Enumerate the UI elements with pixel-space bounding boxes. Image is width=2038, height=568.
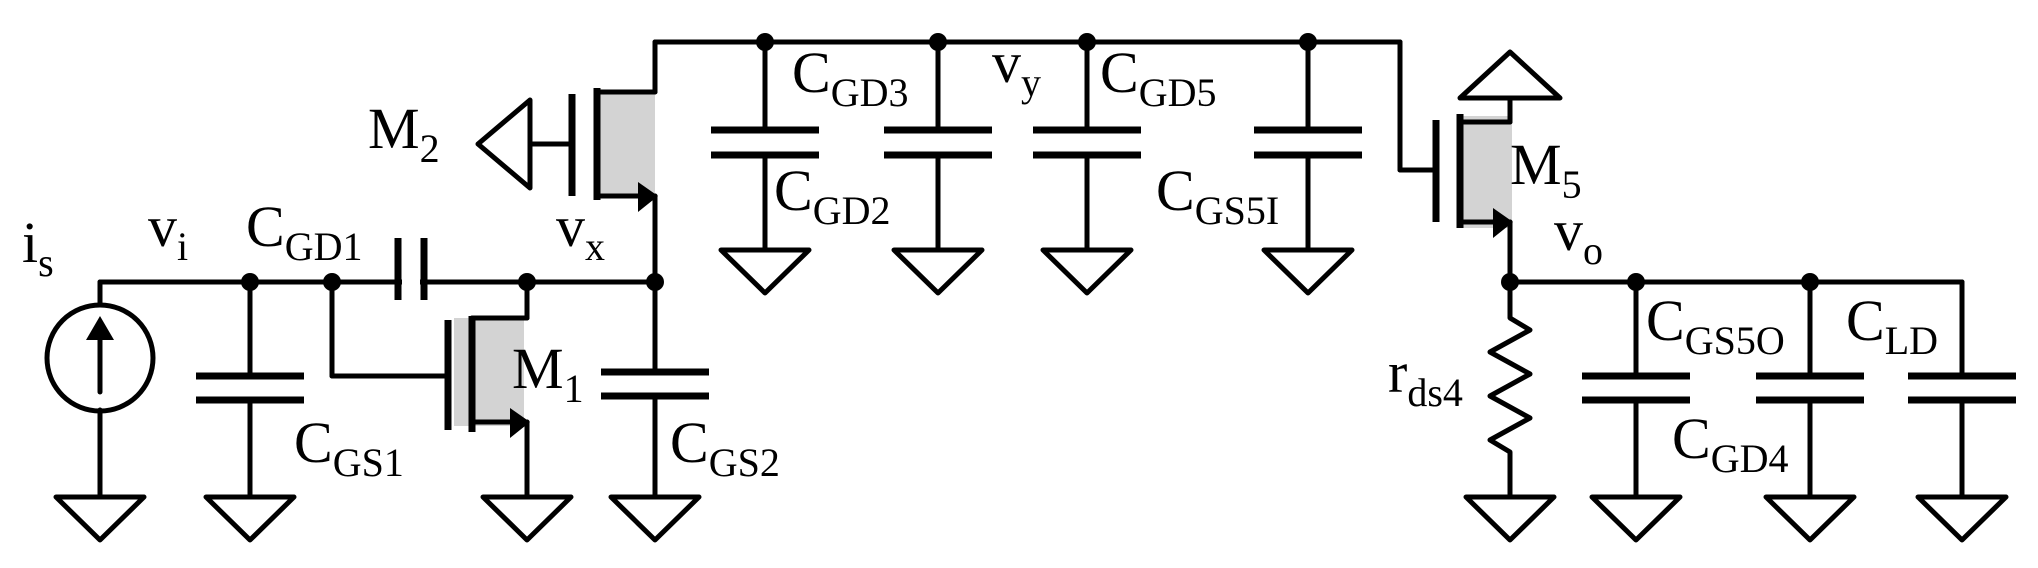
transistor-m5 bbox=[1432, 95, 1513, 285]
label-vy: vy bbox=[992, 30, 1041, 105]
label-cgd3: CGD3 bbox=[792, 40, 908, 115]
label-cgs1: CGS1 bbox=[294, 410, 404, 485]
ground-symbol bbox=[1463, 494, 1557, 543]
ground-symbol bbox=[1763, 494, 1857, 543]
ground-symbol bbox=[53, 494, 147, 543]
ground-symbol bbox=[1040, 247, 1134, 296]
capacitor-cgd2 bbox=[711, 39, 819, 253]
label-cgs5o: CGS5O bbox=[1646, 288, 1785, 363]
capacitor-cgs2 bbox=[601, 279, 709, 500]
label-cld: CLD bbox=[1846, 288, 1938, 363]
label-vo: vo bbox=[1554, 198, 1603, 273]
capacitor-cgs1 bbox=[196, 279, 304, 500]
label-cgd5: CGD5 bbox=[1100, 40, 1216, 115]
label-vx: vx bbox=[556, 194, 605, 269]
label-vi: vi bbox=[148, 194, 188, 269]
capacitor-cgs5o bbox=[1582, 279, 1690, 500]
label-m5: M5 bbox=[1510, 132, 1582, 207]
transistor-m2 bbox=[527, 39, 658, 285]
label-m1: M1 bbox=[512, 336, 584, 411]
capacitor-cgd3 bbox=[884, 39, 992, 253]
label-cgs2: CGS2 bbox=[670, 410, 780, 485]
capacitor-cgd1 bbox=[394, 238, 428, 300]
label-cgd2: CGD2 bbox=[774, 158, 890, 233]
input-node-wires bbox=[97, 279, 530, 500]
ground-symbol bbox=[1915, 494, 2009, 543]
ground-symbol bbox=[1589, 494, 1683, 543]
ground-symbol bbox=[203, 494, 297, 543]
ground-symbol bbox=[480, 494, 574, 543]
transistor-m1 bbox=[444, 279, 530, 500]
label-cgs5i: CGS5I bbox=[1156, 158, 1279, 233]
resistor-rds4 bbox=[1487, 279, 1533, 500]
supply-symbol-m5-drain bbox=[1457, 49, 1563, 101]
label-cgd1: CGD1 bbox=[246, 194, 362, 269]
ground-symbol bbox=[608, 494, 702, 543]
capacitor-cgs5i bbox=[1254, 39, 1362, 253]
label-rds4: rds4 bbox=[1388, 340, 1463, 415]
ground-symbol bbox=[891, 247, 985, 296]
ground-symbol bbox=[718, 247, 812, 296]
label-cgd4: CGD4 bbox=[1672, 406, 1788, 481]
current-source-is bbox=[44, 302, 156, 414]
capacitor-cgd5 bbox=[1033, 39, 1141, 253]
capacitor-cgd4 bbox=[1756, 279, 1864, 500]
ground-symbol-m2-gate bbox=[475, 97, 533, 191]
label-m2: M2 bbox=[368, 96, 440, 171]
capacitor-cld bbox=[1908, 279, 2016, 500]
label-is: is bbox=[22, 210, 54, 285]
ground-symbol bbox=[1261, 247, 1355, 296]
